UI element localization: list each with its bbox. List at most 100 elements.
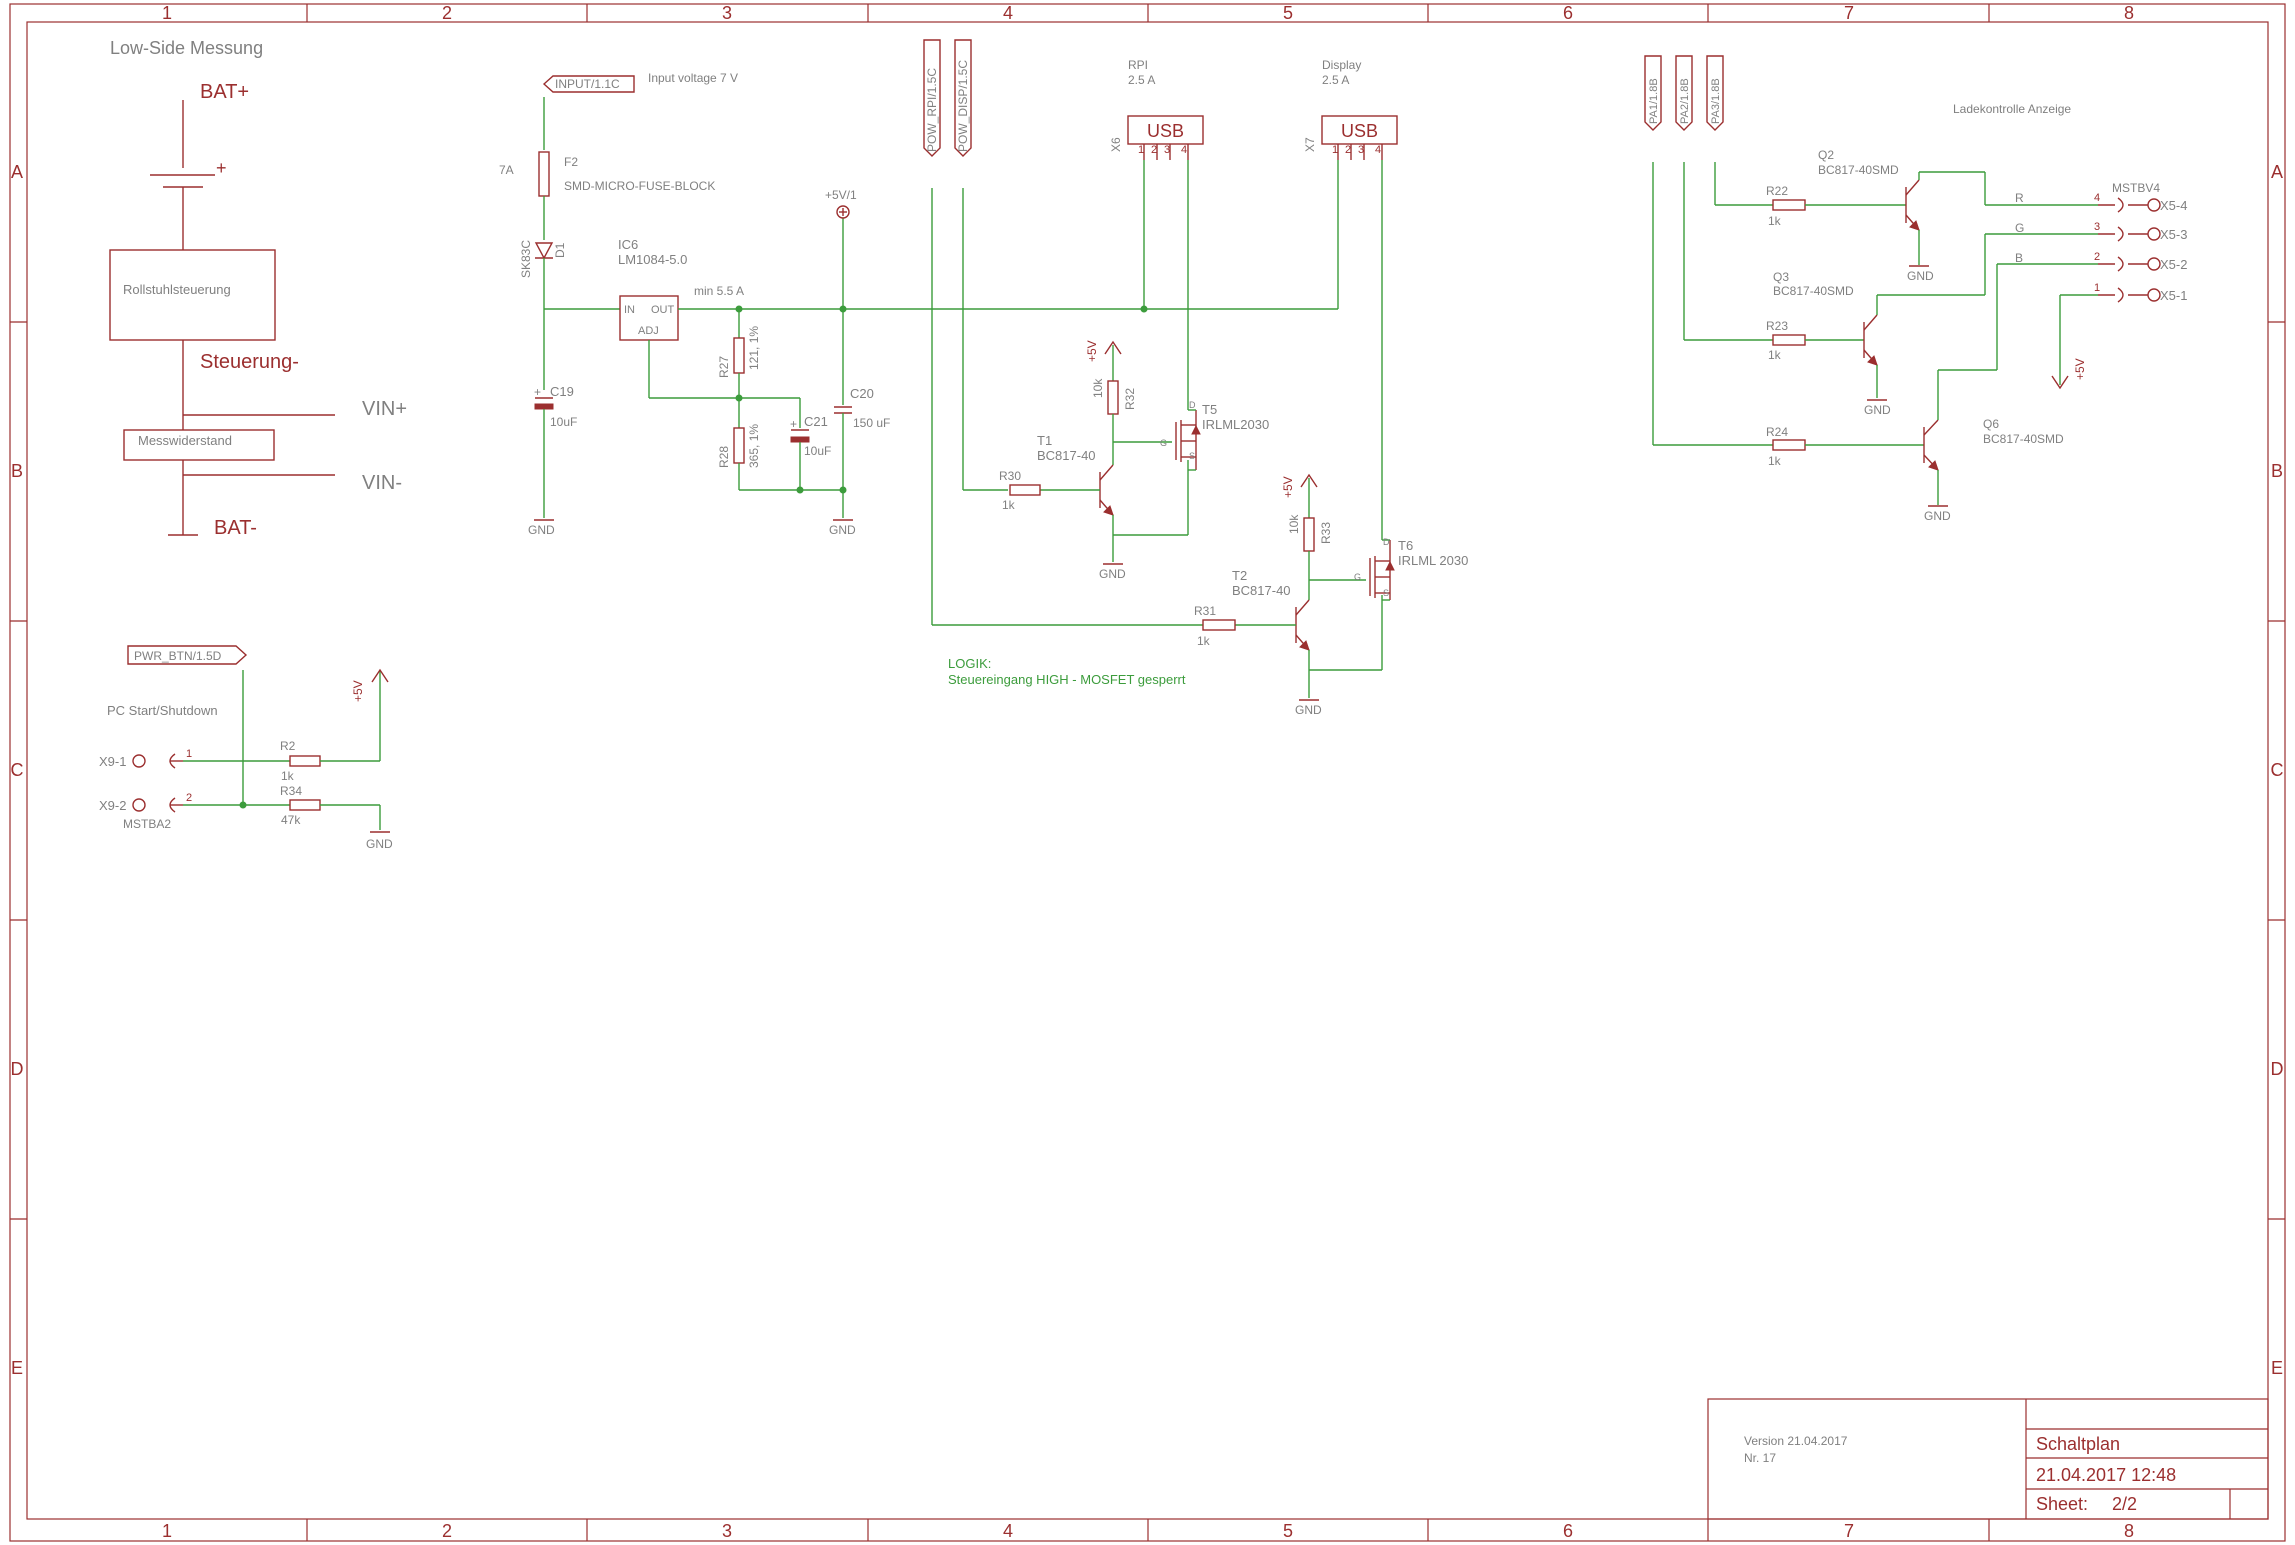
- r2-resistor: [289, 755, 321, 767]
- c19-name: C19: [550, 384, 574, 399]
- gnd-label-c20: GND: [829, 523, 856, 537]
- x6-label: X6: [1109, 137, 1123, 152]
- t6-pin-g: G: [1354, 572, 1361, 582]
- fuse-f2: [538, 151, 550, 197]
- column-3-label: 3: [722, 3, 732, 23]
- t5-pin-g: G: [1160, 438, 1167, 448]
- x7-pin4: 4: [1375, 144, 1381, 156]
- shunt-box: [123, 429, 275, 461]
- c21-plus: +: [790, 417, 797, 431]
- column-6-label: 6: [1563, 3, 1573, 23]
- mstba2-label: MSTBA2: [123, 817, 171, 831]
- led-indicator-title: Ladekontrolle Anzeige: [1953, 102, 2071, 116]
- sheet-number-label: Sheet:: [2036, 1494, 2088, 1514]
- r22-value: 1k: [1768, 214, 1782, 228]
- t6-type: IRLML 2030: [1398, 553, 1468, 568]
- x6-pin2: 2: [1151, 144, 1157, 156]
- display-current: 2.5 A: [1322, 73, 1349, 87]
- c19-capacitor: [534, 403, 554, 410]
- x5-2-contact: [2117, 256, 2124, 272]
- ic-pin-out: OUT: [651, 304, 675, 316]
- pa1-label-text: PA1/1.8B: [1648, 78, 1660, 124]
- pwr-btn-net-label: [127, 645, 248, 665]
- row-d-label: D: [11, 1059, 24, 1079]
- net-g-label: G: [2015, 221, 2024, 235]
- r28-value: 365, 1%: [747, 424, 761, 468]
- x5-4-contact: [2117, 197, 2124, 213]
- low-side-title: Low-Side Messung: [110, 38, 263, 58]
- pow-rpi-net-label: [923, 39, 941, 157]
- x5-1-label: X5-1: [2160, 288, 2187, 303]
- r23-value: 1k: [1768, 348, 1782, 362]
- column-1-label: 1: [162, 3, 172, 23]
- input-voltage-note: Input voltage 7 V: [648, 71, 738, 85]
- q6-type: BC817-40SMD: [1983, 432, 2064, 446]
- gnd-label-t1: GND: [1099, 567, 1126, 581]
- row-a-label: A: [11, 162, 23, 182]
- q3-name: Q3: [1773, 270, 1789, 284]
- r22-resistor: [1772, 199, 1806, 211]
- low-side-measurement-section: Low-Side Messung BAT+ + Rollstuhlsteueru…: [109, 38, 407, 539]
- rpi-current: 2.5 A: [1128, 73, 1155, 87]
- t1-name: T1: [1037, 433, 1052, 448]
- x5-2-label: X5-2: [2160, 257, 2187, 272]
- pc-start-section: PWR_BTN/1.5D PC Start/Shutdown X9-1 1 R2…: [99, 645, 393, 851]
- row-d-label-right: D: [2271, 1059, 2284, 1079]
- x5-4-terminal: [2147, 198, 2161, 212]
- usb-power-section: POW_RPI/1.5C POW_DISP/1.5C RPI 2.5 A USB…: [923, 39, 1468, 717]
- r32-resistor: [1107, 380, 1119, 415]
- x5-1-contact: [2117, 287, 2124, 303]
- x9-2-label: X9-2: [99, 798, 126, 813]
- c21-capacitor: [790, 436, 810, 443]
- usb-x7-connector: [1321, 115, 1398, 145]
- t5-name: T5: [1202, 402, 1217, 417]
- gnd-label-c19: GND: [528, 523, 555, 537]
- sheet-number-value: 2/2: [2112, 1494, 2137, 1514]
- gnd-label-t2: GND: [1295, 703, 1322, 717]
- usb-x6-label: USB: [1147, 121, 1184, 141]
- x7-label: X7: [1303, 137, 1317, 152]
- vcc-arrow-r32: [1104, 340, 1122, 355]
- vcc-label-r33: +5V: [1281, 476, 1295, 498]
- column-5-label: 5: [1283, 3, 1293, 23]
- c21-name: C21: [804, 414, 828, 429]
- t5-pin-s: S: [1189, 451, 1195, 461]
- pa3-net-label: [1706, 55, 1724, 131]
- column-2-label-bottom: 2: [442, 1521, 452, 1541]
- column-8-label-bottom: 8: [2124, 1521, 2134, 1541]
- c19-plus: +: [534, 385, 541, 399]
- x5-1-terminal: [2147, 288, 2161, 302]
- x6-pin4: 4: [1181, 144, 1187, 156]
- version-text: Version 21.04.2017: [1744, 1434, 1848, 1448]
- vcc-arrow-x5: [2051, 375, 2069, 390]
- c20-value: 150 uF: [853, 416, 890, 430]
- logic-note-line2: Steuereingang HIGH - MOSFET gesperrt: [948, 672, 1186, 687]
- r24-value: 1k: [1768, 454, 1782, 468]
- vin-plus-label: VIN+: [362, 398, 407, 420]
- ic-type: LM1084-5.0: [618, 252, 687, 267]
- row-c-label: C: [11, 760, 24, 780]
- r34-name: R34: [280, 784, 302, 798]
- input-label-text: INPUT/1.1C: [555, 77, 620, 91]
- column-7-label-bottom: 7: [1844, 1521, 1854, 1541]
- r23-name: R23: [1766, 319, 1788, 333]
- t6-name: T6: [1398, 538, 1413, 553]
- row-b-label-right: B: [2271, 461, 2283, 481]
- usb-x6-connector: [1127, 115, 1204, 145]
- column-3-label-bottom: 3: [722, 1521, 732, 1541]
- ic-pin-in: IN: [624, 304, 635, 316]
- r27-name: R27: [717, 356, 731, 378]
- diode-d1: [534, 242, 554, 260]
- net-b-label: B: [2015, 251, 2023, 265]
- r28-resistor: [733, 427, 745, 464]
- c19-value: 10uF: [550, 415, 577, 429]
- min-current-note: min 5.5 A: [694, 284, 744, 298]
- fuse-type: SMD-MICRO-FUSE-BLOCK: [564, 179, 715, 193]
- x5-pin2-number: 2: [2094, 251, 2100, 263]
- x5-3-terminal: [2147, 227, 2161, 241]
- sheet-datetime: 21.04.2017 12:48: [2036, 1465, 2176, 1485]
- column-2-label: 2: [442, 3, 452, 23]
- usb-x7-label: USB: [1341, 121, 1378, 141]
- x9-2-terminal: [132, 798, 146, 812]
- r34-value: 47k: [281, 813, 301, 827]
